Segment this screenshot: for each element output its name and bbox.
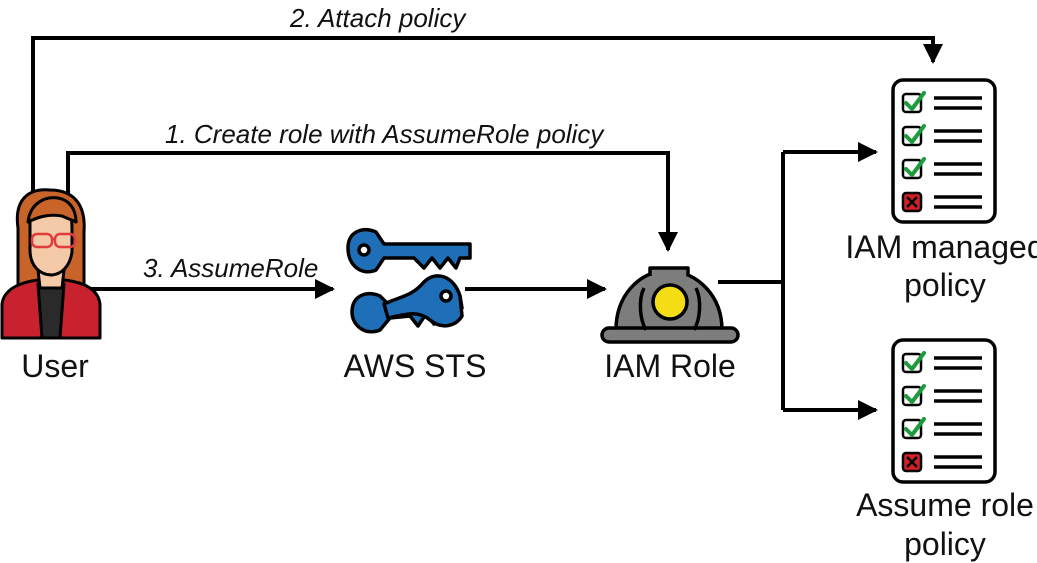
check-icon — [904, 91, 926, 111]
check-item — [901, 124, 982, 147]
cross-item — [901, 191, 982, 213]
cross-icon — [906, 456, 918, 468]
node-label-managed-line2: policy — [904, 267, 986, 303]
cross-icon — [906, 196, 918, 208]
policy-document-icon — [891, 338, 997, 484]
check-item — [901, 351, 982, 374]
policy-document-icon — [891, 78, 997, 224]
check-item — [901, 417, 982, 440]
keys-icon — [346, 227, 472, 334]
check-item — [901, 91, 982, 114]
check-icon — [904, 384, 926, 404]
check-icon — [904, 157, 926, 177]
cross-item — [901, 451, 982, 473]
hard-hat-icon — [600, 266, 740, 344]
edge-label-assume-role: 3. AssumeRole — [143, 253, 318, 283]
node-label-user: User — [21, 348, 89, 384]
managed-policy-items — [901, 91, 982, 213]
edge-attach-policy — [31, 36, 943, 198]
check-item — [901, 157, 982, 180]
node-label-assume-line1: Assume role — [856, 487, 1034, 523]
check-icon — [904, 417, 926, 437]
edge-label-attach: 2. Attach policy — [289, 3, 467, 33]
connectors — [31, 36, 943, 420]
user-avatar-icon — [0, 188, 102, 340]
node-label-assume-line2: policy — [904, 526, 986, 562]
node-label-role: IAM Role — [604, 348, 736, 384]
edge-create-role — [66, 151, 678, 252]
assume-policy-items — [901, 351, 982, 473]
edge-label-create-role: 1. Create role with AssumeRole policy — [165, 119, 605, 149]
node-label-managed-line1: IAM managed — [845, 229, 1037, 265]
check-item — [901, 384, 982, 407]
edge-role-to-policies — [718, 152, 785, 410]
check-icon — [904, 351, 926, 371]
node-label-sts: AWS STS — [344, 348, 487, 384]
check-icon — [904, 124, 926, 144]
